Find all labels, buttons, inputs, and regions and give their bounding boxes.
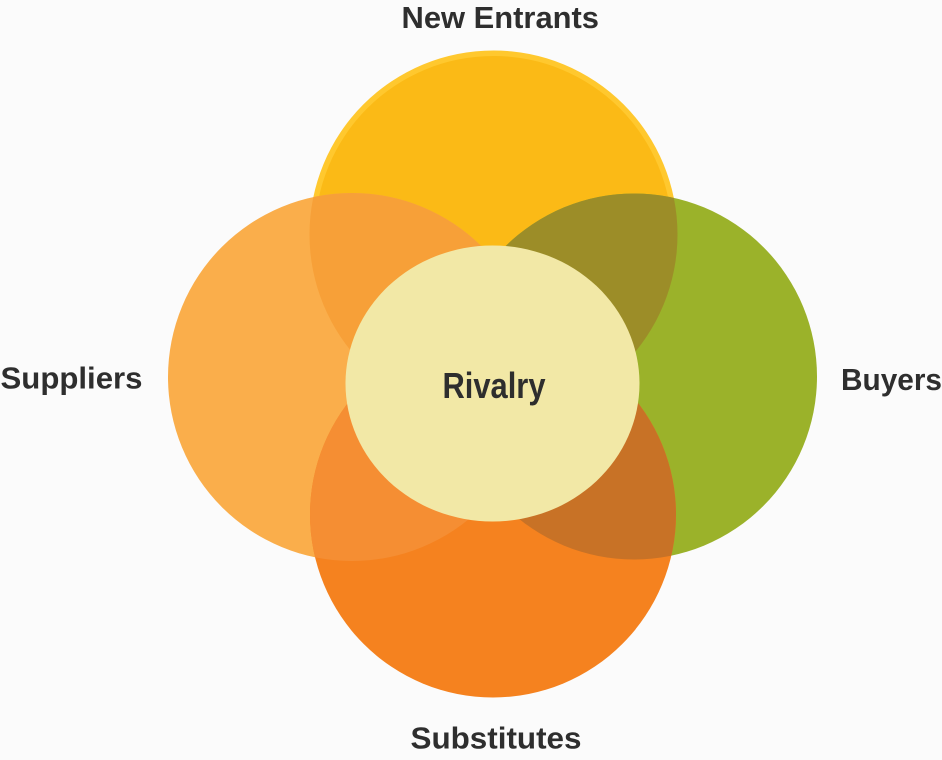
svg-text:Buyers: Buyers (841, 363, 942, 397)
svg-text:Rivalry: Rivalry (443, 365, 546, 406)
svg-text:Suppliers: Suppliers (1, 361, 143, 395)
svg-text:New Entrants: New Entrants (402, 1, 600, 35)
svg-text:Substitutes: Substitutes (411, 722, 582, 756)
